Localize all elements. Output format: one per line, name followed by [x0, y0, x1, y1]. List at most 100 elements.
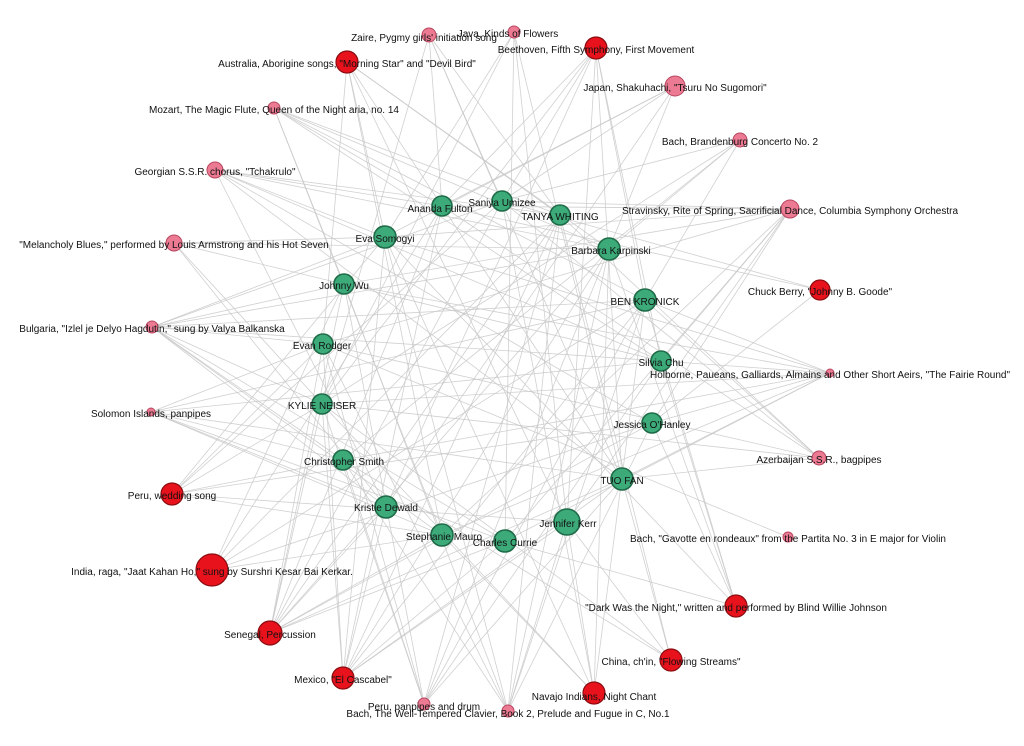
graph-edge [343, 208, 791, 285]
track-node[interactable] [507, 25, 521, 39]
graph-edge [173, 242, 323, 405]
graph-edge [593, 248, 610, 694]
track-node[interactable] [267, 101, 281, 115]
track-label: Solomon Islands, panpipes [91, 409, 211, 420]
track-node[interactable] [664, 75, 686, 97]
person-node[interactable] [597, 237, 621, 261]
person-node[interactable] [493, 529, 517, 553]
track-node[interactable] [331, 666, 355, 690]
graph-edge [346, 61, 568, 523]
person-node[interactable] [553, 508, 581, 536]
track-label: Navajo Indians, Night Chant [532, 692, 657, 703]
track-label: Peru, panpipes and drum [368, 702, 480, 713]
graph-edge [566, 47, 597, 523]
track-label: Japan, Shakuhachi, "Tsuru No Sugomori" [583, 83, 767, 94]
track-label: "Dark Was the Night," written and perfor… [585, 603, 887, 614]
graph-edge [441, 205, 821, 291]
graph-edge [269, 200, 503, 634]
graph-edge [501, 85, 676, 202]
track-node[interactable] [501, 704, 515, 718]
graph-edge [346, 61, 443, 536]
person-node[interactable] [311, 393, 333, 415]
graph-edge [423, 360, 662, 705]
track-node[interactable] [584, 36, 608, 60]
track-node[interactable] [811, 450, 827, 466]
track-node[interactable] [257, 620, 283, 646]
track-label: Stravinsky, Rite of Spring, Sacrificial … [622, 206, 958, 217]
track-node[interactable] [195, 553, 229, 587]
graph-edge [504, 31, 515, 542]
person-label: Kristie Dewald [354, 503, 418, 514]
track-node[interactable] [732, 132, 748, 148]
graph-edge [211, 283, 345, 571]
person-node[interactable] [549, 204, 571, 226]
graph-edge [150, 411, 506, 542]
track-label: Mexico, "El Cascabel" [294, 675, 392, 686]
track-node[interactable] [659, 648, 683, 672]
graph-edge [211, 299, 646, 571]
person-node[interactable] [333, 273, 355, 295]
track-node[interactable] [145, 320, 159, 334]
graph-edge [151, 326, 387, 508]
person-node[interactable] [374, 495, 398, 519]
graph-edge [621, 457, 820, 480]
track-label: Mozart, The Magic Flute, Queen of the Ni… [149, 105, 399, 116]
track-node[interactable] [417, 697, 431, 711]
person-node[interactable] [431, 195, 453, 217]
graph-edge [660, 360, 737, 607]
graph-edge [321, 403, 820, 459]
person-node[interactable] [312, 333, 334, 355]
graph-edge [171, 403, 323, 495]
graph-edge [501, 200, 791, 210]
person-node[interactable] [610, 467, 634, 491]
graph-edge [559, 214, 672, 661]
track-label: Zaire, Pygmy girls' initiation song [351, 33, 497, 44]
person-node[interactable] [332, 449, 354, 471]
person-label: Charles Currie [473, 538, 538, 549]
graph-edge [595, 47, 623, 480]
person-label: Jennifer Kerr [539, 519, 597, 530]
graph-edge [441, 47, 597, 207]
track-label: Peru, wedding song [128, 491, 216, 502]
person-node[interactable] [641, 412, 663, 434]
graph-edge [269, 478, 623, 634]
track-node[interactable] [582, 681, 606, 705]
graph-edge [273, 107, 443, 207]
graph-edge [501, 139, 741, 202]
graph-edge [151, 326, 662, 362]
graph-edge [507, 214, 561, 712]
graph-edge [343, 283, 831, 374]
person-node[interactable] [373, 225, 397, 249]
graph-edge [151, 236, 386, 328]
graph-edge [504, 540, 737, 607]
person-label: KYLIE NEISER [288, 401, 356, 412]
graph-edge [342, 139, 741, 461]
graph-edge [342, 205, 443, 679]
person-node[interactable] [430, 523, 454, 547]
track-node[interactable] [160, 482, 184, 506]
graph-edge [651, 422, 737, 607]
track-node[interactable] [421, 27, 437, 43]
person-node[interactable] [650, 350, 672, 372]
graph-edge [321, 31, 515, 405]
person-node[interactable] [491, 190, 513, 212]
graph-edge [322, 208, 791, 345]
graph-edge [269, 248, 610, 634]
track-node[interactable] [206, 161, 224, 179]
graph-edge [507, 248, 610, 712]
track-node[interactable] [780, 199, 800, 219]
graph-edge [171, 459, 344, 495]
person-label: Barbara Karpinski [571, 246, 650, 257]
track-node[interactable] [146, 407, 156, 417]
track-node[interactable] [165, 234, 183, 252]
graph-edge [343, 283, 425, 705]
person-node[interactable] [633, 288, 657, 312]
track-node[interactable] [825, 368, 835, 378]
track-node[interactable] [724, 594, 748, 618]
graph-edge [269, 343, 324, 634]
track-node[interactable] [809, 279, 831, 301]
track-node[interactable] [335, 50, 359, 74]
track-node[interactable] [782, 531, 794, 543]
graph-edge [151, 326, 323, 405]
